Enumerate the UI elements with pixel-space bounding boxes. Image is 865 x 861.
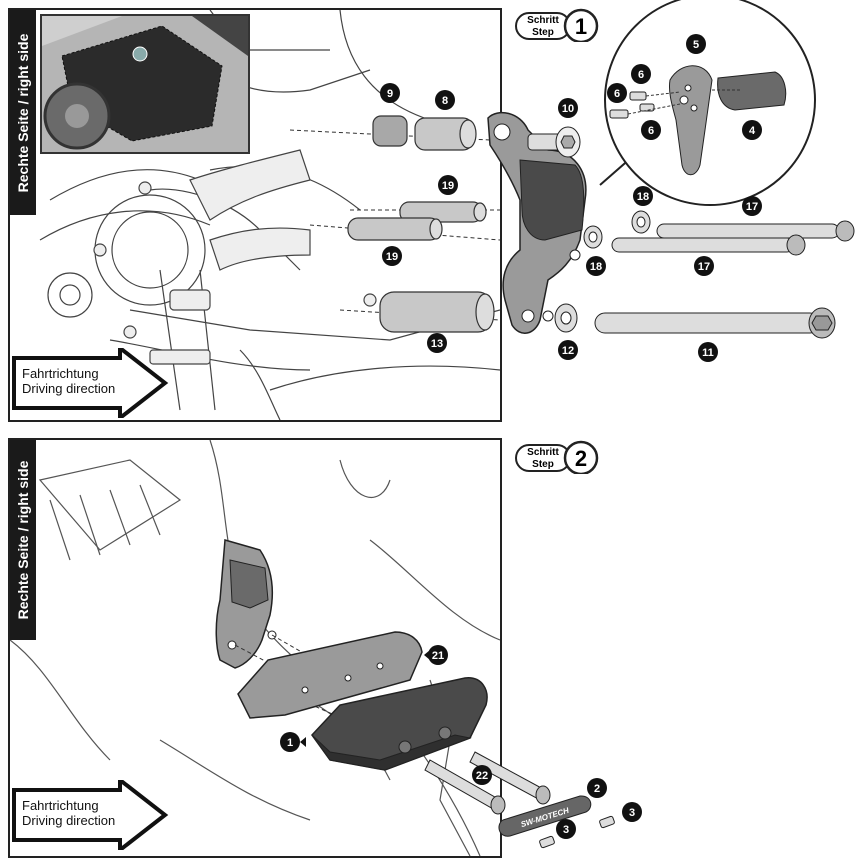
callout-12: 12 xyxy=(558,340,578,360)
bracket-hole xyxy=(521,309,535,323)
callout-17: 17 xyxy=(742,196,762,216)
side-label: Rechte Seite / right side xyxy=(10,440,36,640)
svg-text:18: 18 xyxy=(637,191,649,203)
bolt-11 xyxy=(594,307,836,339)
svg-text:6: 6 xyxy=(614,88,620,100)
screw-3 xyxy=(599,815,615,829)
step-2-number: 2 xyxy=(575,446,587,471)
svg-text:3: 3 xyxy=(629,807,635,819)
svg-text:11: 11 xyxy=(702,347,714,359)
svg-text:6: 6 xyxy=(638,69,644,81)
svg-text:13: 13 xyxy=(431,338,443,350)
callout-18: 18 xyxy=(633,186,653,206)
driving-direction-arrow xyxy=(12,780,169,850)
step-1-badge: Schritt Step 1 xyxy=(515,8,599,42)
driving-direction-label: Fahrtrichtung Driving direction xyxy=(22,366,115,396)
step-2-panel: Rechte Seite / right side Fahrtrichtung … xyxy=(8,438,502,858)
bracket-hole xyxy=(542,310,554,322)
sw-motech-plate-text: SW-MOTECH xyxy=(520,806,571,829)
svg-text:17: 17 xyxy=(746,201,758,213)
motorcycle-photo-drawing xyxy=(42,16,248,152)
callout-9: 10 xyxy=(558,98,578,118)
step-1-word-de: Schritt xyxy=(527,15,559,26)
callout-18: 18 xyxy=(586,256,606,276)
engine-background-drawing xyxy=(39,10,500,420)
callout-6: 6 xyxy=(631,64,651,84)
svg-text:19: 19 xyxy=(386,251,398,263)
driving-direction-de: Fahrtrichtung xyxy=(22,366,99,381)
callout-4: 4 xyxy=(742,120,762,140)
svg-text:10: 10 xyxy=(562,103,574,115)
callout-17: 17 xyxy=(694,256,714,276)
driving-direction-en: Driving direction xyxy=(22,381,116,396)
callout-19: 19 xyxy=(438,175,458,195)
callout-19: 19 xyxy=(382,246,402,266)
motorcycle-photo-inset xyxy=(40,14,250,154)
callout-3: 3 xyxy=(556,819,576,839)
svg-text:12: 12 xyxy=(562,345,574,357)
callout-8: 8 xyxy=(435,90,455,110)
side-label: Rechte Seite / right side xyxy=(10,10,36,215)
adapter-block xyxy=(717,71,787,111)
step-1-number: 1 xyxy=(575,14,587,39)
side-label-text: Rechte Seite / right side xyxy=(15,460,31,620)
bracket-hole xyxy=(493,123,511,141)
bracket-block xyxy=(519,159,585,241)
sw-motech-plate: SW-MOTECH xyxy=(498,795,592,837)
bolt-17-upper xyxy=(656,220,855,242)
svg-text:5: 5 xyxy=(693,39,699,51)
driving-direction-de: Fahrtrichtung xyxy=(22,798,99,813)
step-1-parts: 9 8 10 19 19 13 12 11 17 17 18 18 5 6 6 … xyxy=(380,0,855,362)
svg-text:19: 19 xyxy=(442,180,454,192)
bolt-17-lower xyxy=(611,234,806,256)
svg-text:3: 3 xyxy=(563,824,569,836)
callout-2: 2 xyxy=(587,778,607,798)
callout-13: 13 xyxy=(427,333,447,353)
bolt-9 xyxy=(527,126,581,158)
svg-text:4: 4 xyxy=(749,125,756,137)
svg-text:6: 6 xyxy=(648,125,654,137)
callout-6: 6 xyxy=(641,120,661,140)
svg-text:2: 2 xyxy=(594,783,600,795)
svg-text:18: 18 xyxy=(590,261,602,273)
step-2-badge: Schritt Step 2 xyxy=(515,440,599,474)
callout-6: 6 xyxy=(607,83,627,103)
step-2-word-en: Step xyxy=(532,459,554,470)
bracket-hole xyxy=(569,249,581,261)
svg-text:17: 17 xyxy=(698,261,710,273)
callout-11: 11 xyxy=(698,342,718,362)
mount-plate xyxy=(669,65,713,176)
driving-direction-label: Fahrtrichtung Driving direction xyxy=(22,798,115,828)
detail-zoom-circle xyxy=(599,0,816,206)
callout-10: 9 xyxy=(380,83,400,103)
screw-3 xyxy=(539,835,555,849)
driving-direction-arrow xyxy=(12,348,169,418)
callout-3: 3 xyxy=(622,802,642,822)
step-1-word-en: Step xyxy=(532,27,554,38)
svg-text:8: 8 xyxy=(442,95,448,107)
step-1-panel: Rechte Seite / right side Fahrtrichtung … xyxy=(8,8,502,422)
driving-direction-en: Driving direction xyxy=(22,813,116,828)
step-2-word-de: Schritt xyxy=(527,447,559,458)
callout-5: 5 xyxy=(686,34,706,54)
svg-text:9: 9 xyxy=(387,88,393,100)
